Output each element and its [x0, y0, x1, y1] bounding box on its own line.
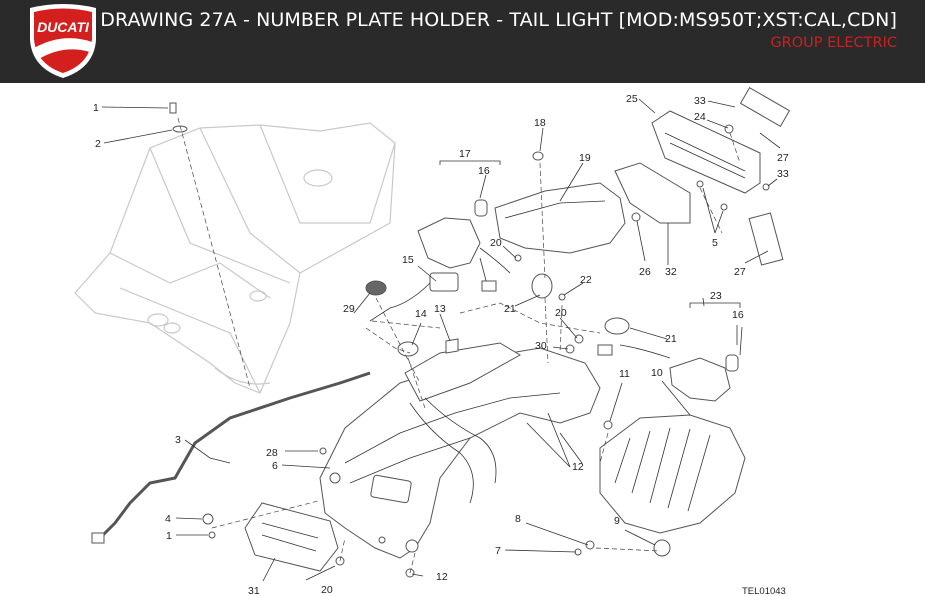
callout-31: 31 [248, 585, 260, 596]
callout-4: 4 [165, 513, 171, 525]
tail-light-housing [599, 414, 746, 557]
callout-28: 28 [266, 447, 278, 459]
rear-subframe-ghost [74, 122, 396, 394]
rubber-pad-29 [365, 280, 387, 296]
callout-18: 18 [534, 117, 546, 129]
clip-26 [631, 212, 641, 222]
callout-19: 19 [579, 152, 591, 164]
side-panel-32 [614, 162, 691, 224]
wiring-harness-cable [98, 371, 371, 540]
grommet-21-right [604, 317, 630, 335]
number-plate-holder [319, 342, 601, 559]
callout-12-right: 12 [572, 461, 584, 473]
turn-signal-lens-left [417, 199, 511, 292]
grommet-21-left [531, 273, 553, 299]
callout-16-left: 16 [478, 165, 490, 177]
cable-tie-28 [319, 447, 327, 455]
callout-32: 32 [665, 266, 677, 278]
mudguard-cover [494, 182, 626, 254]
callout-1-bottom: 1 [166, 530, 172, 542]
reflector-27-bottom [748, 212, 784, 266]
callout-29: 29 [343, 303, 355, 315]
screw-11 [603, 420, 613, 430]
callout-6: 6 [272, 460, 278, 472]
clip-20-left [514, 254, 522, 262]
callout-13: 13 [434, 303, 446, 315]
callout-8: 8 [515, 513, 521, 525]
callout-25: 25 [626, 93, 638, 105]
callout-1-top: 1 [93, 102, 99, 114]
reflector-27-top [739, 87, 791, 127]
callout-26: 26 [639, 266, 651, 278]
callout-12-bottom: 12 [436, 571, 448, 583]
screw-1-bottom [208, 531, 216, 539]
screw-22 [558, 293, 566, 301]
callout-30: 30 [535, 340, 547, 352]
clip-13 [445, 338, 459, 354]
exploded-parts-diagram: 1 2 3 4 1 5 6 7 8 9 10 11 12 12 12 13 14… [74, 87, 791, 596]
callout-20-left: 20 [490, 237, 502, 249]
washer-5-right [720, 203, 728, 211]
callout-24: 24 [694, 111, 706, 123]
screw-1-top [169, 102, 177, 114]
callout-23: 23 [710, 290, 722, 302]
bulb-16-right [725, 354, 739, 372]
callout-27-bottom: 27 [734, 266, 746, 278]
leader-lines [101, 98, 781, 582]
connector-15-wire [369, 282, 431, 322]
callout-7: 7 [495, 545, 501, 557]
callout-33-right: 33 [777, 168, 789, 180]
page-title: DRAWING 27A - NUMBER PLATE HOLDER - TAIL… [100, 9, 897, 31]
washer-5-left [696, 180, 704, 188]
ducati-logo: DUCATI [30, 4, 96, 78]
callout-21-right: 21 [665, 333, 677, 345]
callout-5: 5 [712, 237, 718, 249]
header-bar: DUCATI DRAWING 27A - NUMBER PLATE HOLDER… [0, 0, 925, 83]
plate-bracket-25 [651, 110, 761, 194]
callout-20-bottom: 20 [321, 584, 333, 596]
reference-code: TEL01043 [742, 586, 786, 596]
callout-11: 11 [619, 368, 630, 380]
washer-2 [172, 125, 188, 133]
connector-15 [429, 272, 459, 292]
grommet-14 [397, 341, 419, 357]
callout-22: 22 [580, 274, 592, 286]
callout-labels: 1 2 3 4 1 5 6 7 8 9 10 11 12 12 12 13 14… [93, 93, 789, 596]
callout-16-right: 16 [732, 309, 744, 321]
callout-15: 15 [402, 254, 414, 266]
washer-8 [585, 540, 595, 550]
grommet-18 [532, 151, 544, 161]
callout-27-top: 27 [777, 152, 789, 164]
callout-10: 10 [651, 367, 663, 379]
bulb-16-left [474, 199, 488, 217]
callout-21-left: 21 [504, 303, 516, 315]
screw-24 [724, 124, 734, 134]
bulb-socket [653, 539, 671, 557]
clip-20-right [574, 334, 584, 344]
nut-33-right [762, 183, 770, 191]
callout-14: 14 [415, 308, 427, 320]
nut-4 [202, 513, 214, 525]
callout-9: 9 [614, 515, 620, 527]
assembly-lines [177, 117, 741, 574]
callout-20-right: 20 [555, 307, 567, 319]
reflector-bracket [244, 502, 339, 572]
callout-33-top: 33 [694, 95, 706, 107]
callout-3: 3 [175, 434, 181, 446]
turn-signal-lens-right [597, 317, 739, 402]
callout-17: 17 [459, 148, 471, 160]
logo-text: DUCATI [37, 19, 90, 35]
cable-connector [91, 532, 105, 544]
page-subtitle: GROUP ELECTRIC [770, 35, 897, 51]
callout-2: 2 [95, 138, 101, 150]
